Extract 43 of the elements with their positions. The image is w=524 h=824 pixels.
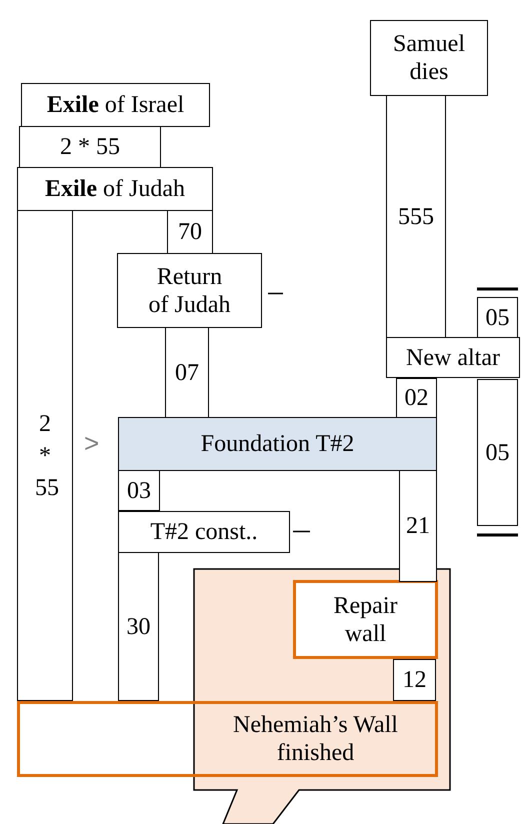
event-box: [17, 701, 438, 777]
node-text: Foundation T#2: [200, 430, 354, 458]
node-text: 70: [178, 218, 202, 246]
node-text: 02: [404, 384, 428, 412]
node-text: Repair wall: [332, 592, 398, 648]
event-box: [386, 337, 520, 378]
duration-bar: [118, 552, 159, 701]
event-box: [370, 20, 488, 96]
node-text: New altar: [406, 344, 500, 372]
duration-box: [118, 470, 160, 511]
event-box: [293, 580, 438, 659]
node-text: Exile of Israel: [46, 91, 184, 119]
node-text: 05: [486, 438, 510, 466]
duration-bar: [17, 210, 73, 701]
node-text: 30: [126, 612, 150, 640]
duration-box: [477, 297, 518, 338]
event-box: [17, 167, 213, 211]
node-text: T#2 const..: [150, 518, 258, 546]
node-text: Samuel dies: [392, 30, 466, 86]
duration-bar: [399, 470, 437, 582]
node-text: 03: [127, 476, 151, 504]
node-text: Exile of Judah: [45, 175, 185, 203]
node-text: 07: [175, 358, 199, 386]
callout-shape: [193, 568, 453, 824]
duration-bar: [477, 379, 518, 526]
duration-box: [393, 659, 436, 701]
node-text: 21: [406, 512, 430, 540]
duration-box: [19, 126, 161, 168]
node-text: 2 * 55: [60, 133, 120, 161]
node-text: 555: [398, 202, 434, 230]
duration-box: [167, 210, 213, 254]
node-text: 05: [486, 304, 510, 332]
event-box: [21, 83, 210, 127]
duration-bar: [165, 327, 209, 418]
node-text: Nehemiah’s Wall finished: [232, 711, 399, 767]
duration-box: [396, 378, 437, 418]
node-text: Return of Judah: [148, 262, 232, 318]
node-text: 12: [402, 666, 426, 694]
duration-bar: [386, 95, 446, 338]
event-box: [118, 511, 290, 553]
direction-mark: >: [84, 428, 100, 459]
event-box: [117, 253, 262, 328]
event-box: [118, 417, 437, 471]
